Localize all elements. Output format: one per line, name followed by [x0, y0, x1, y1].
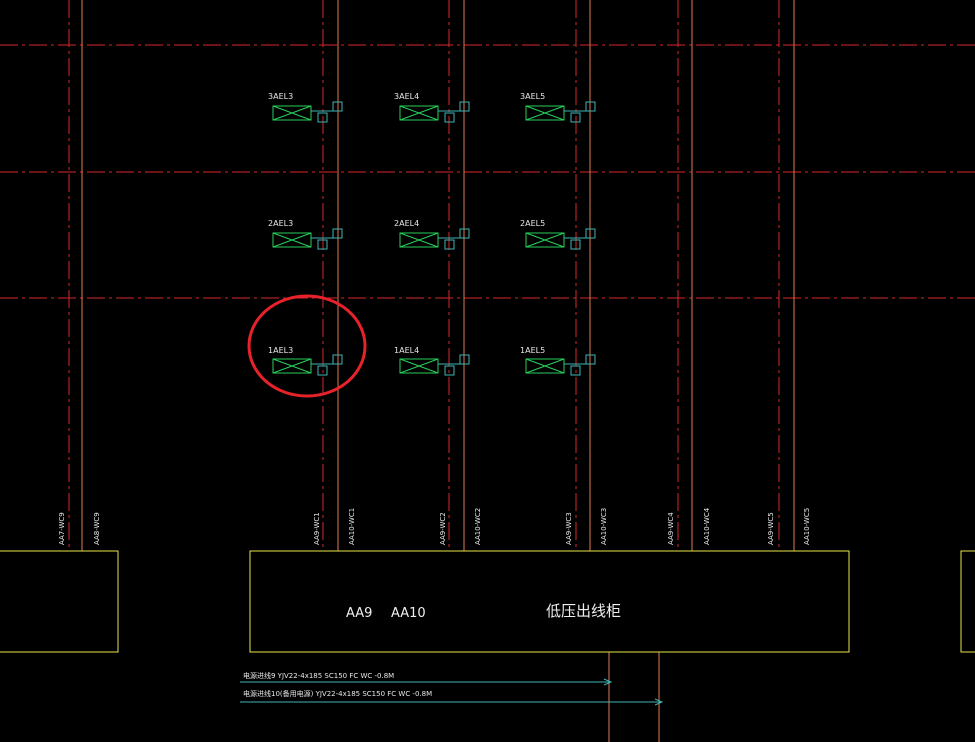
junction-box: [459, 101, 470, 112]
circuit-label: AA9-WC2: [439, 512, 447, 545]
unit-cross: [399, 232, 439, 248]
circuit-label: AA8-WC9: [93, 512, 101, 545]
unit-box: [272, 358, 312, 374]
junction-box: [459, 228, 470, 239]
junction-box: [585, 101, 596, 112]
junction-box: [317, 239, 328, 250]
unit-box: [525, 358, 565, 374]
distribution-unit: [399, 101, 470, 123]
unit-label-1AEL4: 1AEL4: [394, 346, 420, 355]
cabinet-main: [249, 550, 850, 653]
junction-box: [444, 112, 455, 123]
unit-box: [272, 232, 312, 248]
cabinet-right: [960, 550, 975, 653]
cabinets: [0, 550, 975, 653]
distribution-unit: [272, 228, 343, 250]
circuit-label: AA9-WC5: [767, 512, 775, 545]
distribution-unit: [525, 354, 596, 376]
unit-cross: [272, 358, 312, 374]
distribution-unit: [525, 228, 596, 250]
unit-cross: [399, 358, 439, 374]
unit-label-2AEL4: 2AEL4: [394, 219, 420, 228]
unit-box: [525, 105, 565, 121]
circuit-label: AA10-WC1: [348, 507, 356, 545]
distribution-units: [272, 101, 596, 376]
distribution-unit: [525, 101, 596, 123]
unit-cross: [272, 105, 312, 121]
distribution-unit: [272, 101, 343, 123]
junction-box: [459, 354, 470, 365]
cable-note-10: 电源进线10(备用电源) YJV22-4x185 SC150 FC WC -0.…: [243, 690, 433, 698]
unit-label-3AEL4: 3AEL4: [394, 92, 420, 101]
arrow-icon: [654, 698, 664, 706]
highlight-circle: [247, 294, 367, 398]
unit-cross: [525, 105, 565, 121]
unit-label-2AEL5: 2AEL5: [520, 219, 546, 228]
axis-grid: [0, 0, 975, 551]
cable-note-9: 电源进线9 YJV22-4x185 SC150 FC WC -0.8M: [243, 672, 395, 680]
unit-box: [399, 358, 439, 374]
unit-cross: [525, 358, 565, 374]
junction-box: [585, 354, 596, 365]
junction-box: [332, 228, 343, 239]
circuit-label: AA9-WC4: [667, 512, 675, 545]
cable-risers: [81, 0, 795, 742]
circuit-label: AA7-WC9: [58, 512, 66, 545]
junction-box: [332, 354, 343, 365]
cabinet-section-aa9: AA9: [346, 606, 373, 621]
junction-box: [585, 228, 596, 239]
junction-box: [570, 239, 581, 250]
junction-box: [444, 365, 455, 376]
unit-label-3AEL5: 3AEL5: [520, 92, 546, 101]
circuit-label: AA10-WC3: [600, 507, 608, 545]
distribution-unit: [399, 354, 470, 376]
unit-box: [272, 105, 312, 121]
unit-cross: [272, 232, 312, 248]
junction-box: [317, 112, 328, 123]
junction-box: [570, 112, 581, 123]
unit-label-2AEL3: 2AEL3: [268, 219, 294, 228]
cabinet-left: [0, 550, 119, 653]
circuit-label: AA10-WC5: [803, 507, 811, 545]
unit-label-1AEL5: 1AEL5: [520, 346, 546, 355]
unit-box: [525, 232, 565, 248]
cable-leaders: [240, 678, 664, 706]
circuit-label: AA10-WC2: [474, 507, 482, 545]
circuit-label: AA9-WC3: [565, 512, 573, 545]
junction-box: [570, 365, 581, 376]
junction-box: [332, 101, 343, 112]
distribution-unit: [399, 228, 470, 250]
arrow-icon: [603, 678, 613, 686]
unit-label-3AEL3: 3AEL3: [268, 92, 294, 101]
circuit-label: AA10-WC4: [703, 507, 711, 545]
distribution-unit: [272, 354, 343, 376]
circuit-label: AA9-WC1: [313, 512, 321, 545]
unit-cross: [525, 232, 565, 248]
junction-box: [317, 365, 328, 376]
cabinet-section-aa10: AA10: [391, 606, 426, 621]
unit-box: [399, 232, 439, 248]
unit-box: [399, 105, 439, 121]
junction-box: [444, 239, 455, 250]
unit-cross: [399, 105, 439, 121]
cabinet-title: 低压出线柜: [546, 602, 622, 620]
unit-label-1AEL3: 1AEL3: [268, 346, 294, 355]
